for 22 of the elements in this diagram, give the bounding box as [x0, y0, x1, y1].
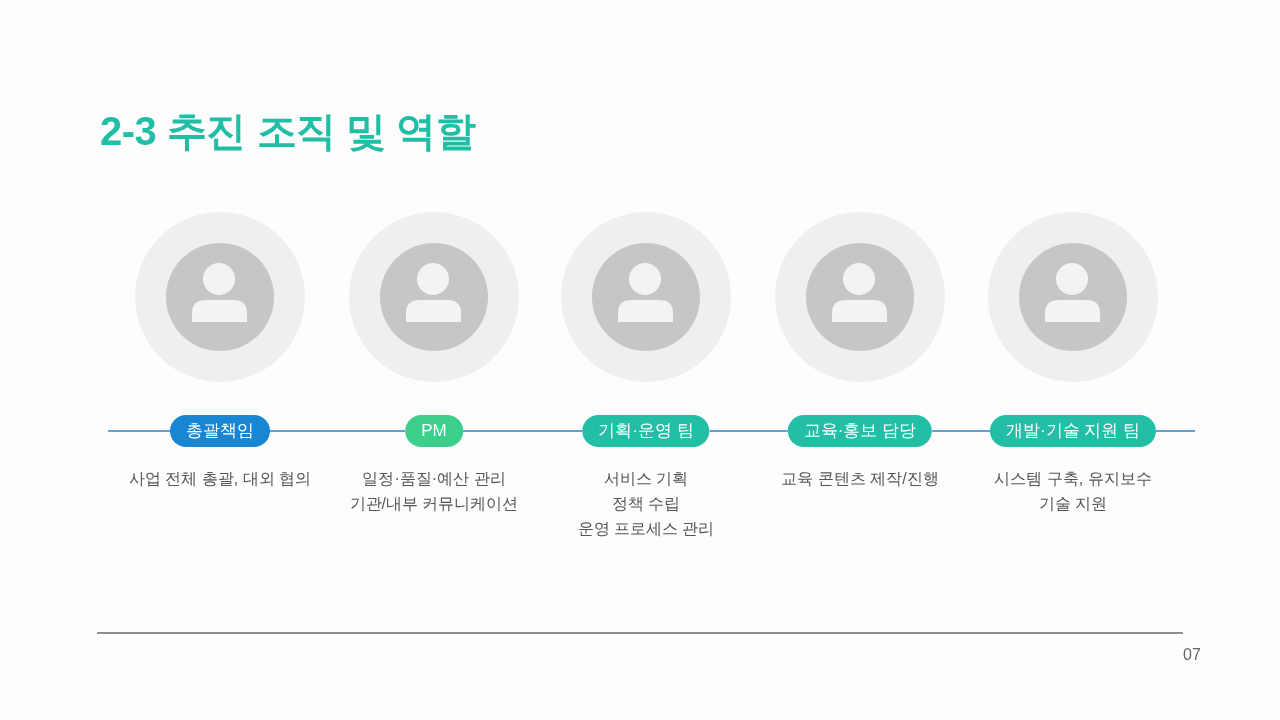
- role-description: 사업 전체 총괄, 대외 협의: [128, 469, 312, 489]
- connector-line: [462, 430, 583, 432]
- role-description: 정책 수립: [611, 494, 681, 514]
- role-badge: 총괄책임: [170, 415, 270, 447]
- connector-line: [931, 430, 991, 432]
- role-badge: 교육·홍보 담당: [787, 415, 933, 447]
- role-badge: PM: [405, 415, 463, 447]
- page-number: 07: [1183, 646, 1201, 664]
- role-description: 기술 지원: [1038, 494, 1108, 514]
- connector-line: [1155, 430, 1196, 432]
- role-description: 운영 프로세스 관리: [577, 519, 715, 539]
- role-badge: 개발·기술 지원 팀: [989, 415, 1157, 447]
- role-description: 시스템 구축, 유지보수: [994, 469, 1152, 489]
- role-description: 서비스 기획: [603, 469, 689, 489]
- connector-line: [269, 430, 406, 432]
- role-badge: 기획·운영 팀: [582, 415, 710, 447]
- role-description: 교육 콘텐츠 제작/진행: [781, 469, 939, 489]
- connector-line: [107, 430, 171, 432]
- slide-title: 2-3 추진 조직 및 역할: [100, 108, 476, 155]
- role-description: 기관/내부 커뮤니케이션: [349, 494, 519, 514]
- role-description: 일정·품질·예산 관리: [362, 469, 506, 489]
- connector-line: [709, 430, 789, 432]
